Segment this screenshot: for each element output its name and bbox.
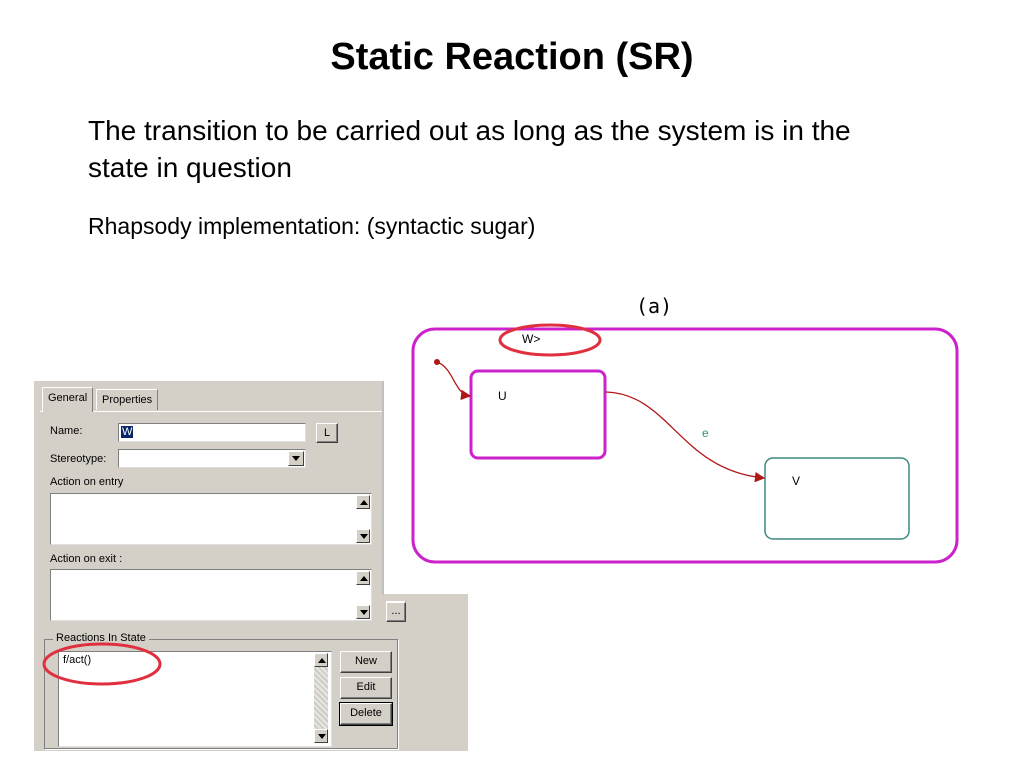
edit-button[interactable]: Edit xyxy=(340,677,392,699)
action-entry-textarea[interactable] xyxy=(50,493,372,545)
tab-divider xyxy=(40,411,462,412)
ellipsis-button[interactable]: ... xyxy=(386,602,406,622)
state-v xyxy=(764,457,910,540)
scroll-down-icon[interactable] xyxy=(314,729,328,743)
state-v-name: V xyxy=(792,474,801,488)
slide-title: Static Reaction (SR) xyxy=(330,36,694,78)
name-input[interactable]: W xyxy=(118,423,306,442)
outer-state-name: W> xyxy=(522,332,541,346)
slide-subtitle: Rhapsody implementation: (syntactic suga… xyxy=(88,213,536,239)
action-entry-label: Action on entry xyxy=(50,476,124,488)
scrollbar-track[interactable] xyxy=(314,667,328,729)
name-locate-button[interactable]: L xyxy=(316,423,338,443)
panel-edge xyxy=(382,381,384,595)
scroll-down-icon[interactable] xyxy=(356,605,370,619)
statechart-diagram xyxy=(411,323,959,564)
reactions-list[interactable]: f/act() xyxy=(58,651,332,747)
tab-general[interactable]: General xyxy=(42,387,94,412)
reaction-highlight-ellipse xyxy=(42,642,162,686)
scroll-down-icon[interactable] xyxy=(356,529,370,543)
transition-event-label: e xyxy=(702,426,709,440)
default-transition xyxy=(436,361,472,401)
action-exit-textarea[interactable] xyxy=(50,569,372,621)
list-item[interactable]: f/act() xyxy=(63,654,92,666)
slide-body-text: The transition to be carried out as long… xyxy=(88,115,851,183)
action-exit-label: Action on exit : xyxy=(50,553,123,565)
name-input-value: W xyxy=(121,426,134,438)
state-u-name: U xyxy=(498,389,507,403)
scroll-up-icon[interactable] xyxy=(356,495,370,509)
scroll-up-icon[interactable] xyxy=(356,571,370,585)
reactions-group-label: Reactions In State xyxy=(53,632,149,644)
new-button[interactable]: New xyxy=(340,651,392,673)
outer-state-highlight-ellipse xyxy=(498,323,602,357)
scroll-up-icon[interactable] xyxy=(314,653,328,667)
name-label: Name: xyxy=(50,425,83,437)
stereotype-select[interactable] xyxy=(118,449,306,468)
reactions-group: Reactions In State xyxy=(44,632,398,749)
state-u xyxy=(469,369,607,460)
delete-button[interactable]: Delete xyxy=(339,702,393,726)
chevron-down-icon[interactable] xyxy=(288,451,304,466)
transition-e xyxy=(605,391,766,483)
tab-properties[interactable]: Properties xyxy=(96,389,159,410)
stereotype-label: Stereotype: xyxy=(50,453,107,465)
diagram-label: (a) xyxy=(636,294,673,318)
